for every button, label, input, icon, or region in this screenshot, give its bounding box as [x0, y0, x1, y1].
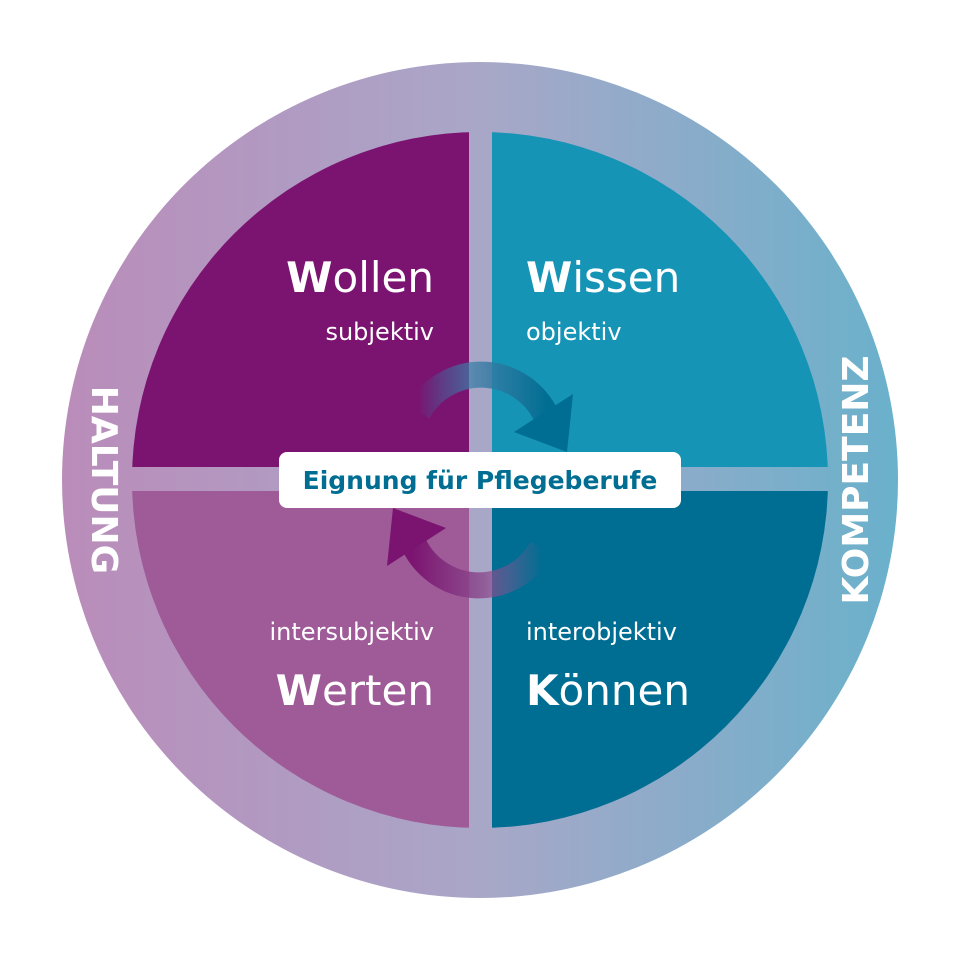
sub-objektiv: objektiv	[526, 318, 622, 346]
label-wollen: Wollen	[286, 253, 434, 302]
center-label-box	[279, 452, 681, 508]
center-title: Eignung für Pflegeberufe	[303, 466, 658, 495]
sub-interobjektiv: interobjektiv	[526, 618, 677, 646]
cycle-arrow-bottom-icon	[387, 508, 554, 599]
label-wissen: Wissen	[526, 253, 680, 302]
ring-label-kompetenz: KOMPETENZ	[836, 355, 877, 604]
cycle-arrow-top-icon	[406, 361, 573, 452]
label-werten: Werten	[276, 666, 434, 715]
sub-intersubjektiv: intersubjektiv	[270, 618, 434, 646]
label-koennen: Können	[526, 666, 690, 715]
sub-subjektiv: subjektiv	[325, 318, 434, 346]
ring-label-haltung: HALTUNG	[83, 386, 124, 574]
